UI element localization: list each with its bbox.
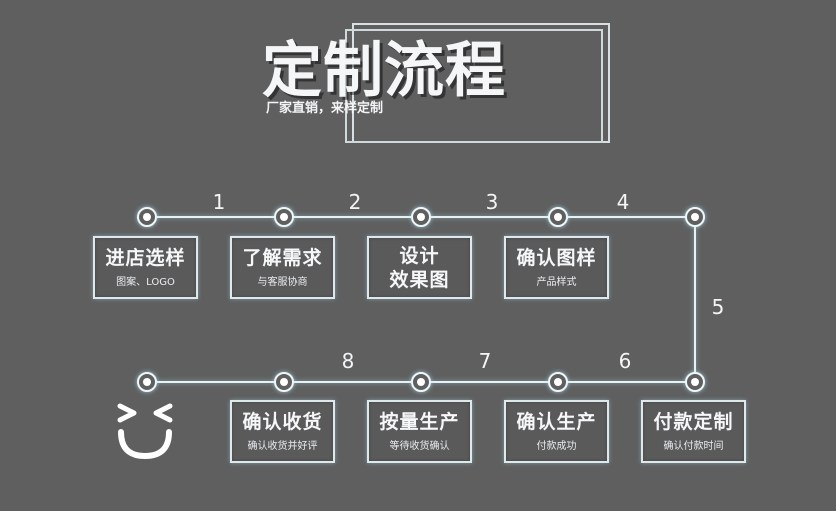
- step-box-5: 付款定制 确认付款时间: [641, 400, 746, 463]
- step-number-7: 7: [478, 349, 492, 373]
- flow-node: [411, 207, 431, 227]
- step-subtitle: 确认收货并好评: [247, 441, 318, 452]
- step-box-3: 设计 效果图: [367, 236, 472, 299]
- flow-node: [274, 207, 294, 227]
- page-subtitle: 厂家直销，来样定制: [266, 101, 384, 116]
- step-title-line2: 效果图: [389, 269, 450, 291]
- flow-node: [411, 372, 431, 392]
- flow-node: [137, 207, 157, 227]
- step-box-4: 确认图样 产品样式: [504, 236, 609, 299]
- step-box-8: 确认收货 确认收货并好评: [230, 400, 335, 463]
- step-number-6: 6: [618, 349, 632, 373]
- flow-node: [274, 372, 294, 392]
- step-subtitle: 图案、LOGO: [116, 277, 175, 288]
- step-box-1: 进店选样 图案、LOGO: [93, 236, 198, 299]
- flow-node: [685, 207, 705, 227]
- flow-node: [137, 372, 157, 392]
- step-box-2: 了解需求 与客服协商: [230, 236, 335, 299]
- step-number-4: 4: [616, 190, 630, 214]
- step-title: 确认生产: [516, 411, 597, 433]
- step-title: 付款定制: [653, 411, 734, 433]
- step-title-line1: 设计: [399, 245, 440, 267]
- step-subtitle: 付款成功: [536, 441, 577, 452]
- step-title: 按量生产: [379, 411, 460, 433]
- step-subtitle: 等待收货确认: [389, 441, 450, 452]
- step-subtitle: 确认付款时间: [663, 441, 724, 452]
- title-frame-inner: [345, 29, 603, 143]
- step-subtitle: 产品样式: [536, 277, 577, 288]
- smiley-face-icon: [117, 403, 173, 460]
- step-title: 了解需求: [242, 247, 323, 269]
- step-number-3: 3: [485, 190, 499, 214]
- flow-node: [548, 207, 568, 227]
- step-title: 进店选样: [105, 247, 186, 269]
- step-title: 确认图样: [516, 247, 597, 269]
- step-number-5: 5: [711, 295, 725, 319]
- page-title: 定制流程: [262, 36, 506, 106]
- flow-line-right: [694, 217, 696, 382]
- step-title: 确认收货: [242, 411, 323, 433]
- step-number-8: 8: [341, 349, 355, 373]
- flow-node: [548, 372, 568, 392]
- step-number-2: 2: [348, 190, 362, 214]
- flow-node: [685, 372, 705, 392]
- step-box-6: 确认生产 付款成功: [504, 400, 609, 463]
- step-box-7: 按量生产 等待收货确认: [367, 400, 472, 463]
- step-number-1: 1: [212, 190, 226, 214]
- step-subtitle: 与客服协商: [257, 277, 308, 288]
